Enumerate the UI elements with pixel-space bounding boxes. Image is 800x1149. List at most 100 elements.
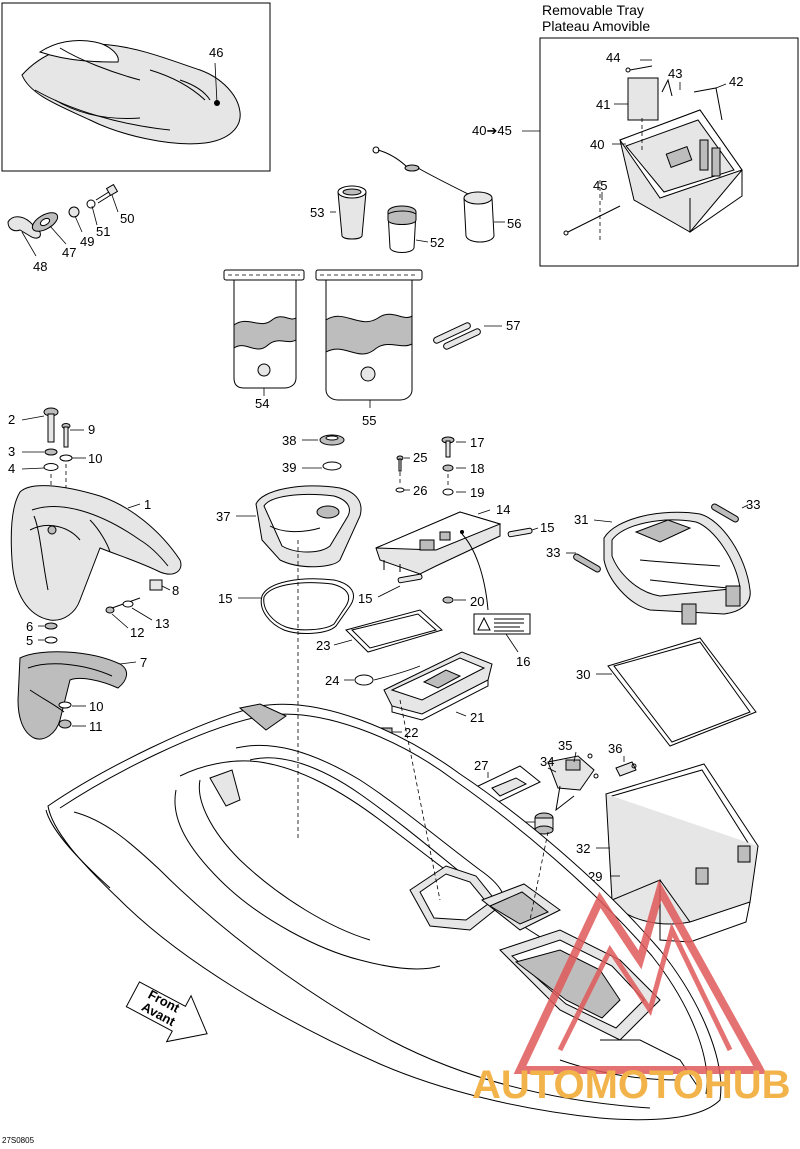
callout-42: 42 xyxy=(729,74,743,89)
callout-32: 32 xyxy=(576,841,590,856)
callout-25: 25 xyxy=(413,450,427,465)
callout-33b: 33 xyxy=(546,545,560,560)
callout-3: 3 xyxy=(8,444,15,459)
callout-5: 5 xyxy=(26,633,33,648)
callout-47: 47 xyxy=(62,245,76,260)
callout-14: 14 xyxy=(496,502,510,517)
callout-40: 40 xyxy=(590,137,604,152)
callout-55: 55 xyxy=(362,413,376,428)
strip-33a xyxy=(711,503,739,523)
nut-11 xyxy=(58,719,72,729)
screw-12 xyxy=(105,597,141,614)
nut-6 xyxy=(44,622,58,630)
callout-31: 31 xyxy=(574,512,588,527)
cap-38 xyxy=(319,434,345,446)
bolt-17 xyxy=(441,436,455,458)
callout-45: 45 xyxy=(593,178,607,193)
callout-4: 4 xyxy=(8,461,15,476)
container-52 xyxy=(387,205,417,253)
callout-10b: 10 xyxy=(89,699,103,714)
callout-49: 49 xyxy=(80,234,94,249)
callout-52: 52 xyxy=(430,235,444,250)
callout-41: 41 xyxy=(596,97,610,112)
seal-23 xyxy=(345,609,443,653)
callout-26: 26 xyxy=(413,483,427,498)
callout-15b: 15 xyxy=(540,520,554,535)
callout-46: 46 xyxy=(209,45,223,60)
washer-26 xyxy=(395,487,405,493)
bottle-53 xyxy=(337,185,367,240)
strip-33b xyxy=(573,553,601,573)
hull-deck xyxy=(45,703,722,1121)
nut-20 xyxy=(442,596,454,604)
knob-28 xyxy=(534,812,554,835)
callout-20: 20 xyxy=(470,594,484,609)
glove-box-37 xyxy=(255,485,362,568)
callout-37: 37 xyxy=(216,509,230,524)
callout-1: 1 xyxy=(144,497,151,512)
callout-10a: 10 xyxy=(88,451,102,466)
callout-36: 36 xyxy=(608,741,622,756)
handle-1 xyxy=(10,485,182,621)
callout-27: 27 xyxy=(474,758,488,773)
callout-38: 38 xyxy=(282,433,296,448)
bin-29-32 xyxy=(605,763,759,943)
callout-24: 24 xyxy=(325,673,339,688)
callout-17: 17 xyxy=(470,435,484,450)
inset-title-line2: Plateau Amovible xyxy=(542,18,650,34)
callout-51: 51 xyxy=(96,224,110,239)
callout-50: 50 xyxy=(120,211,134,226)
inset-title-line1: Removable Tray xyxy=(542,2,644,18)
callout-13: 13 xyxy=(155,616,169,631)
bolt-9 xyxy=(61,423,71,448)
callout-30: 30 xyxy=(576,667,590,682)
washer-13 xyxy=(122,600,134,608)
seal-15a xyxy=(260,578,354,634)
callout-18: 18 xyxy=(470,461,484,476)
tray-range-label: 40➔45 xyxy=(472,123,512,138)
watermark-logo xyxy=(513,879,767,1074)
callout-56: 56 xyxy=(507,216,521,231)
lid-31 xyxy=(603,511,751,625)
removable-tray-inset xyxy=(539,37,799,267)
diagram-code: 27S0805 xyxy=(2,1136,35,1145)
cover-box xyxy=(1,2,271,172)
callout-15c: 15 xyxy=(358,591,372,606)
nut-18 xyxy=(442,464,454,472)
callout-54: 54 xyxy=(255,396,269,411)
o-ring-24 xyxy=(354,674,374,686)
callout-6: 6 xyxy=(26,619,33,634)
callout-57: 57 xyxy=(506,318,520,333)
callout-43: 43 xyxy=(668,66,682,81)
callout-7: 7 xyxy=(140,655,147,670)
bag-55 xyxy=(315,269,423,401)
label-16 xyxy=(473,613,531,635)
washer-10a xyxy=(59,454,73,462)
watermark-text: AUTOMOTOHUB xyxy=(472,1063,791,1107)
callout-15a: 15 xyxy=(218,591,232,606)
bag-54 xyxy=(223,269,305,389)
washer-5 xyxy=(44,636,58,644)
strip-15c xyxy=(397,573,423,584)
washer-19 xyxy=(442,488,454,496)
cover-21 xyxy=(383,651,493,721)
tether-cord-56 xyxy=(372,146,495,243)
screw-25 xyxy=(396,455,404,472)
strip-15b xyxy=(507,527,533,538)
clip-36 xyxy=(615,761,637,777)
callout-11: 11 xyxy=(89,719,103,734)
callout-23: 23 xyxy=(316,638,330,653)
callout-22: 22 xyxy=(404,725,418,740)
nut-8 xyxy=(149,579,163,591)
gasket-39 xyxy=(322,461,342,471)
callout-48: 48 xyxy=(33,259,47,274)
callout-16: 16 xyxy=(516,654,530,669)
callout-35: 35 xyxy=(558,738,572,753)
washer-4 xyxy=(43,463,59,471)
seal-30 xyxy=(607,637,757,747)
callout-34: 34 xyxy=(540,754,554,769)
callout-19: 19 xyxy=(470,485,484,500)
liner-7 xyxy=(17,651,127,740)
callout-8: 8 xyxy=(172,583,179,598)
